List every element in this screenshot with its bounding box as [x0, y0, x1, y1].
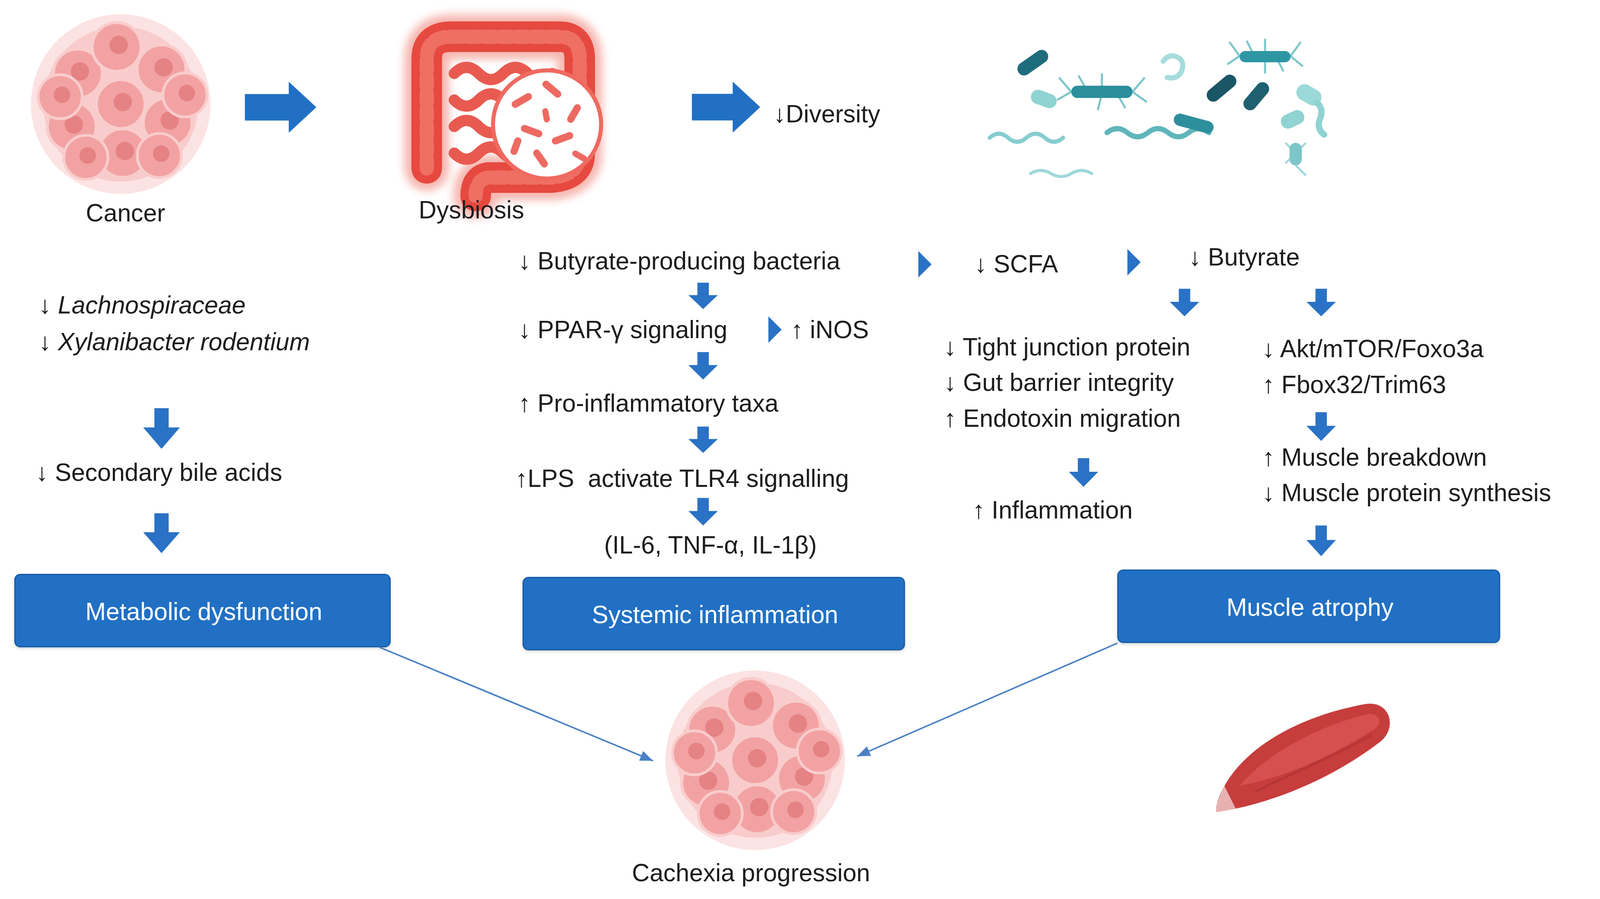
- node-caption: Cachexia progression: [631, 858, 871, 887]
- illustrated-node: Dysbiosis: [316, 15, 613, 227]
- outcome-box: Muscle atrophy: [1117, 569, 1500, 643]
- pathway-label: ↑ Pro-inflammatory taxa: [518, 388, 779, 418]
- pathway-label: ↓Diversity: [773, 100, 881, 129]
- flow-arrow: [752, 316, 782, 343]
- box-title: Metabolic dysfunction: [85, 597, 323, 626]
- pathway-label: ↓ Gut barrier integrity: [943, 368, 1174, 398]
- flow-arrow: [688, 426, 718, 453]
- pathway-label: ↓ Akt/mTOR/Foxo3a: [1262, 334, 1484, 364]
- thin-connector: [379, 647, 654, 761]
- flow-arrow: [688, 497, 718, 526]
- pathway-label: ↑ Inflammation: [972, 496, 1133, 525]
- pathway-label: ↓ SCFA: [974, 250, 1059, 279]
- outcome-box: Metabolic dysfunction: [14, 573, 391, 648]
- tumor-illustration: [665, 669, 845, 850]
- bacteria-illustration: [989, 38, 1325, 177]
- muscle-illustration: [1211, 703, 1390, 816]
- pathway-label: ↑LPS activate TLR4 signalling: [515, 464, 849, 494]
- tumor-illustration: [31, 14, 211, 194]
- block-arrow: [691, 81, 761, 133]
- pathway-label: ↑ Fbox32/Trim63: [1262, 370, 1447, 399]
- flow-arrow: [688, 351, 718, 380]
- pathway-label: ↓ Xylanibacter rodentium: [38, 327, 310, 357]
- pathway-label: ↑ Muscle breakdown: [1262, 443, 1488, 472]
- pathway-label: ↑ iNOS: [790, 315, 870, 345]
- flow-arrow: [688, 282, 718, 310]
- box-title: Muscle atrophy: [1226, 593, 1394, 622]
- flow-arrow: [1306, 288, 1336, 317]
- outcome-box: Systemic inflammation: [522, 576, 906, 651]
- illustrated-node: Cachexia progression: [653, 668, 858, 893]
- flow-arrow: [1306, 525, 1336, 556]
- pathway-label: ↓ Muscle protein synthesis: [1262, 478, 1552, 508]
- node-caption: Dysbiosis: [418, 196, 525, 225]
- pathway-label: (IL-6, TNF-α, IL-1β): [604, 530, 817, 560]
- pathway-label: ↓ Lachnospiraceae: [38, 290, 246, 320]
- pathway-label: ↓ Butyrate: [1188, 242, 1301, 272]
- box-title: Systemic inflammation: [591, 600, 839, 629]
- pathway-label: ↑ Endotoxin migration: [943, 404, 1181, 433]
- colon-illustration: [426, 36, 602, 196]
- thin-connector: [857, 642, 1118, 756]
- flow-arrow: [1169, 288, 1200, 317]
- block-arrow: [245, 81, 317, 133]
- pathway-label: ↓ PPAR-γ signaling: [518, 315, 728, 345]
- illustrated-node: Cancer: [20, 15, 245, 232]
- pathway-label: ↓ Secondary bile acids: [35, 458, 283, 487]
- flow-arrow: [902, 251, 932, 278]
- node-caption: Cancer: [86, 199, 166, 228]
- flow-arrow: [143, 513, 180, 553]
- pathway-label: ↓ Tight junction protein: [943, 332, 1191, 362]
- flow-arrow: [143, 407, 180, 449]
- flow-arrow: [1306, 411, 1336, 441]
- flow-arrow: [1068, 458, 1099, 487]
- flow-arrow: [1112, 248, 1141, 276]
- pathway-label: ↓ Butyrate-producing bacteria: [518, 247, 841, 276]
